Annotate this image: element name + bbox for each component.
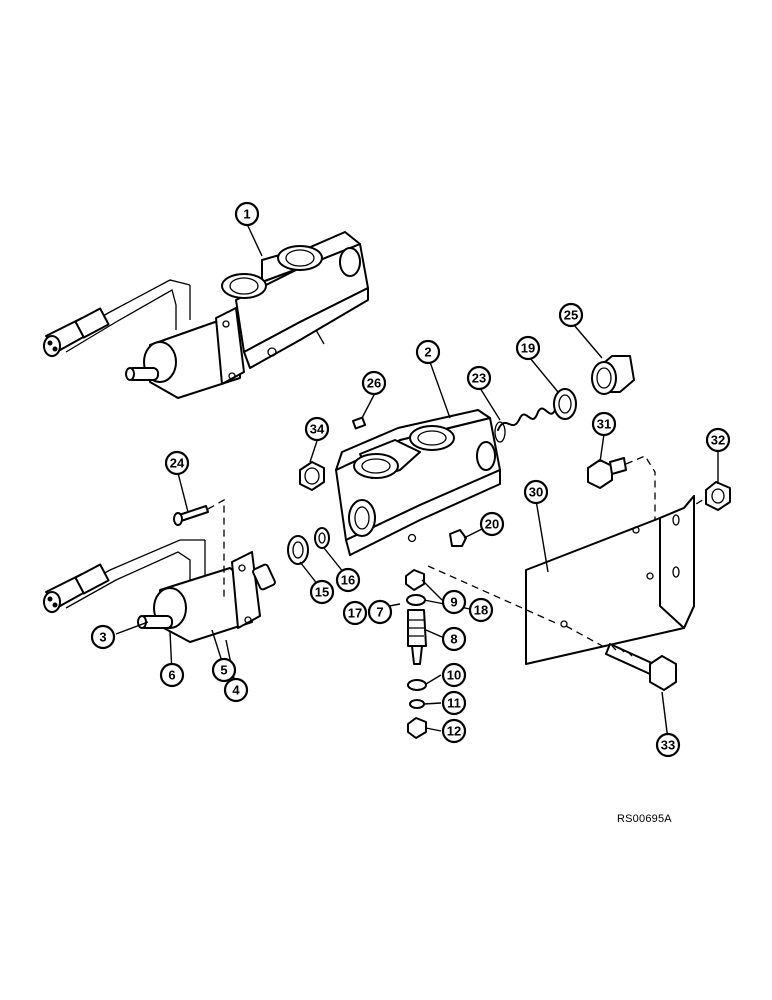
svg-text:10: 10 xyxy=(447,668,461,683)
callout-23: 23 xyxy=(466,365,492,391)
bolt-33 xyxy=(605,643,677,691)
svg-text:33: 33 xyxy=(661,738,675,753)
svg-text:5: 5 xyxy=(220,663,227,678)
callout-8: 8 xyxy=(441,626,467,652)
callout-24: 24 xyxy=(164,450,190,476)
washer-19 xyxy=(553,388,577,420)
bolt-31 xyxy=(587,457,627,489)
plug-fitting xyxy=(591,355,635,395)
mounting-bracket xyxy=(525,495,695,665)
svg-text:30: 30 xyxy=(529,485,543,500)
callout-31: 31 xyxy=(591,411,617,437)
nut-32 xyxy=(705,481,731,511)
callout-20: 20 xyxy=(479,511,505,537)
svg-text:3: 3 xyxy=(99,630,106,645)
svg-text:34: 34 xyxy=(310,422,325,437)
callout-9: 9 xyxy=(441,589,467,615)
callout-34: 34 xyxy=(304,416,330,442)
callout-3: 3 xyxy=(90,624,116,650)
plug-small xyxy=(351,416,367,430)
valve-stem-stack xyxy=(405,569,427,739)
callout-10: 10 xyxy=(441,662,467,688)
valve-body xyxy=(335,409,501,556)
callout-11: 11 xyxy=(441,690,467,716)
svg-text:2: 2 xyxy=(424,345,431,360)
callout-7: 7 xyxy=(367,599,393,625)
valve-assembly-complete xyxy=(43,231,369,399)
callout-26: 26 xyxy=(361,370,387,396)
callout-15: 15 xyxy=(309,579,335,605)
svg-text:15: 15 xyxy=(315,585,329,600)
o-ring-16 xyxy=(314,527,330,549)
plug-20 xyxy=(449,529,467,547)
callout-19: 19 xyxy=(515,335,541,361)
svg-text:16: 16 xyxy=(341,573,355,588)
svg-text:8: 8 xyxy=(450,632,457,647)
callout-18: 18 xyxy=(468,597,494,623)
svg-text:9: 9 xyxy=(450,595,457,610)
callout-12: 12 xyxy=(441,718,467,744)
svg-text:17: 17 xyxy=(348,606,362,621)
callout-16: 16 xyxy=(335,567,361,593)
svg-text:26: 26 xyxy=(367,376,381,391)
svg-text:32: 32 xyxy=(711,433,725,448)
callout-2: 2 xyxy=(415,339,441,365)
callout-33: 33 xyxy=(655,732,681,758)
screw xyxy=(173,505,209,526)
svg-text:19: 19 xyxy=(521,341,535,356)
svg-text:18: 18 xyxy=(474,603,488,618)
callout-25: 25 xyxy=(558,302,584,328)
callout-30: 30 xyxy=(523,479,549,505)
drawing-reference-code: RS00695A xyxy=(617,813,672,825)
plug-nut xyxy=(299,461,325,491)
callout-4: 4 xyxy=(223,677,249,703)
svg-text:7: 7 xyxy=(376,605,383,620)
callout-6: 6 xyxy=(159,662,185,688)
svg-text:25: 25 xyxy=(564,308,578,323)
svg-text:11: 11 xyxy=(447,696,461,711)
callout-1: 1 xyxy=(234,201,260,227)
callout-17: 17 xyxy=(342,600,368,626)
svg-text:23: 23 xyxy=(472,371,486,386)
svg-text:4: 4 xyxy=(232,683,240,698)
svg-text:24: 24 xyxy=(170,456,185,471)
svg-text:20: 20 xyxy=(485,517,499,532)
svg-text:6: 6 xyxy=(168,668,175,683)
washer-15 xyxy=(287,535,309,565)
callout-5: 5 xyxy=(211,657,237,683)
callout-32: 32 xyxy=(705,427,731,453)
solenoid-assembly xyxy=(43,539,276,643)
svg-text:1: 1 xyxy=(243,207,250,222)
svg-text:31: 31 xyxy=(597,417,611,432)
svg-text:12: 12 xyxy=(447,724,461,739)
